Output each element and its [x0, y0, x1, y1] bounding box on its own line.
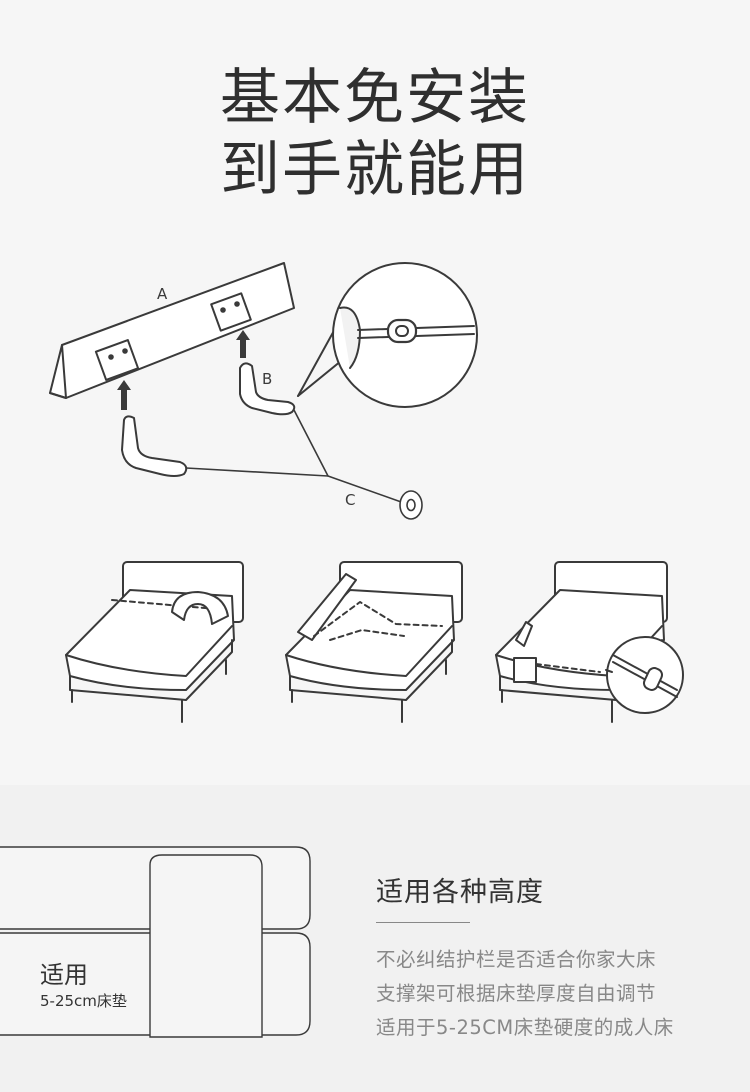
mattress-height-diagram	[0, 846, 311, 1038]
heading-underline	[376, 922, 470, 923]
part-c-label: C	[345, 491, 355, 509]
bed-illustration-1	[65, 561, 244, 723]
page-title-line-1: 基本免安装	[220, 63, 530, 133]
apply-range: 5-25cm床垫	[40, 992, 127, 1010]
page-title-line-2: 到手就能用	[220, 135, 530, 205]
magnifier-detail	[297, 262, 478, 408]
section-heading: 适用各种高度	[376, 877, 544, 908]
part-a-label: A	[157, 285, 168, 303]
insert-arrow-icon	[117, 330, 250, 410]
description-line-2: 支撑架可根据床垫厚度自由调节	[376, 982, 657, 1005]
guard-bar-part-a	[49, 262, 295, 399]
apply-label: 适用	[40, 961, 88, 989]
bed-illustration-3	[495, 561, 684, 723]
assembly-diagram: A B C	[49, 262, 684, 723]
bed-illustration-2	[285, 561, 463, 723]
support-leg-part-b	[121, 362, 296, 477]
description-line-3: 适用于5-25CM床垫硬度的成人床	[376, 1016, 674, 1039]
part-b-label: B	[262, 370, 272, 388]
strap-part-c	[185, 409, 423, 520]
description-line-1: 不必纠结护栏是否适合你家大床	[376, 948, 657, 971]
